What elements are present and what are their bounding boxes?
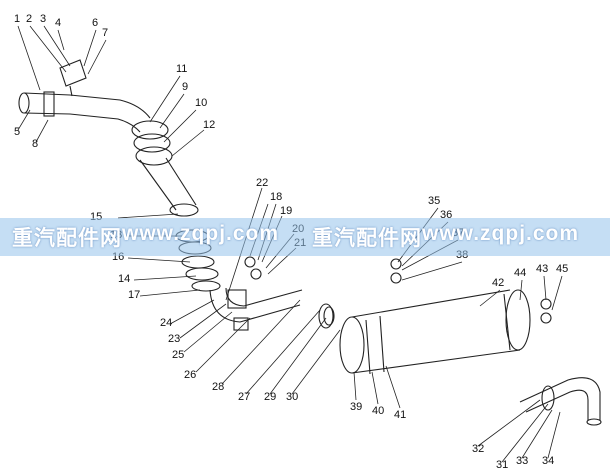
callout-14: 14 xyxy=(118,273,130,285)
callout-42: 42 xyxy=(492,277,504,289)
callout-23: 23 xyxy=(168,333,180,345)
callout-4: 4 xyxy=(55,17,61,29)
callout-2: 2 xyxy=(26,13,32,25)
watermark-band xyxy=(0,218,610,256)
callout-39: 39 xyxy=(350,401,362,413)
down-pipe xyxy=(139,157,199,217)
callout-3: 3 xyxy=(40,13,46,25)
callout-7: 7 xyxy=(102,27,108,39)
callout-25: 25 xyxy=(172,349,184,361)
callout-18: 18 xyxy=(270,191,282,203)
callout-29: 29 xyxy=(264,391,276,403)
callout-32: 32 xyxy=(472,443,484,455)
callout-8: 8 xyxy=(32,138,38,150)
callout-45: 45 xyxy=(556,263,568,275)
callout-34: 34 xyxy=(542,455,554,467)
callout-33: 33 xyxy=(516,455,528,467)
callout-22: 22 xyxy=(256,177,268,189)
callout-5: 5 xyxy=(14,126,20,138)
callout-26: 26 xyxy=(184,369,196,381)
callout-30: 30 xyxy=(286,391,298,403)
callout-27: 27 xyxy=(238,391,250,403)
callout-1: 1 xyxy=(14,13,20,25)
callout-43: 43 xyxy=(536,263,548,275)
elbow-pipe xyxy=(209,256,303,331)
inlet-pipe xyxy=(18,59,151,133)
watermark-url-right: www.zqpj.com xyxy=(422,222,580,245)
callout-31: 31 xyxy=(496,459,508,471)
callout-9: 9 xyxy=(182,81,188,93)
callout-28: 28 xyxy=(212,381,224,393)
callout-24: 24 xyxy=(160,317,172,329)
callout-44: 44 xyxy=(514,267,526,279)
watermark-url-left: www.zqpj.com xyxy=(122,222,280,245)
muffler xyxy=(339,258,552,375)
callout-10: 10 xyxy=(195,97,207,109)
callout-41: 41 xyxy=(394,409,406,421)
callout-11: 11 xyxy=(176,63,187,75)
callout-19: 19 xyxy=(280,205,292,217)
watermark-cn-left: 重汽配件网 xyxy=(12,227,122,250)
tail-pipe xyxy=(519,377,602,426)
callout-35: 35 xyxy=(428,195,440,207)
callout-6: 6 xyxy=(92,17,98,29)
callout-40: 40 xyxy=(372,405,384,417)
callout-17: 17 xyxy=(128,289,140,301)
callout-12: 12 xyxy=(203,119,215,131)
connector-ring xyxy=(318,303,335,329)
watermark-cn-right: 重汽配件网 xyxy=(312,227,422,250)
